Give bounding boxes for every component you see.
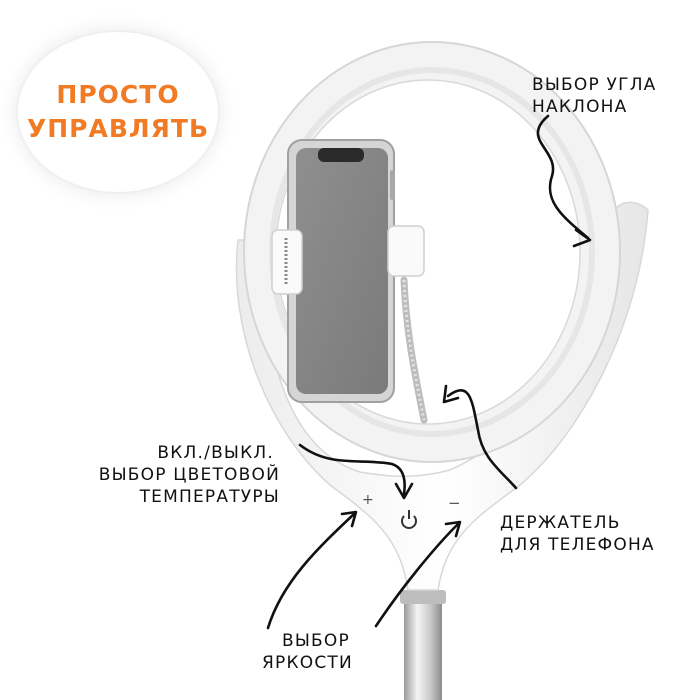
arrow-holder-head — [442, 384, 460, 404]
arrow-tilt-head — [572, 228, 592, 248]
label-holder-line-1: ДЕРЖАТЕЛЬ — [500, 513, 621, 533]
control-panel: + − — [350, 490, 470, 540]
stand-pole — [400, 590, 446, 700]
arrow-brightness-left-head — [340, 510, 358, 528]
headline-badge: ПРОСТО УПРАВЛЯТЬ — [18, 32, 218, 192]
arrow-brightness-right — [374, 522, 460, 628]
label-brightness-line-1: ВЫБОР — [282, 631, 350, 651]
headline-line-2: УПРАВЛЯТЬ — [26, 114, 210, 143]
label-power-line-3: ТЕМПЕРАТУРЫ — [139, 487, 280, 507]
phone-clamp — [271, 225, 425, 295]
arrow-power-head — [394, 482, 414, 500]
label-power-line-1: ВКЛ./ВЫКЛ. — [157, 443, 274, 463]
headline-line-1: ПРОСТО — [56, 80, 180, 109]
label-tilt: ВЫБОР УГЛА НАКЛОНА — [532, 74, 657, 118]
minus-icon[interactable]: − — [448, 494, 461, 512]
label-holder: ДЕРЖАТЕЛЬ ДЛЯ ТЕЛЕФОНА — [500, 512, 655, 556]
label-holder-line-2: ДЛЯ ТЕЛЕФОНА — [500, 535, 655, 555]
arrow-brightness-right-head — [444, 520, 462, 538]
annotation-arrows — [266, 114, 592, 630]
label-tilt-line-1: ВЫБОР УГЛА — [532, 75, 657, 95]
label-brightness-line-2: ЯРКОСТИ — [262, 653, 353, 673]
label-power: ВКЛ./ВЫКЛ. ВЫБОР ЦВЕТОВОЙ ТЕМПЕРАТУРЫ — [60, 442, 280, 508]
arrow-tilt — [536, 114, 590, 240]
power-icon — [401, 513, 417, 529]
arrow-holder — [446, 389, 518, 490]
label-power-line-2: ВЫБОР ЦВЕТОВОЙ — [98, 465, 280, 485]
gooseneck — [400, 276, 428, 424]
plus-icon[interactable]: + — [362, 492, 374, 508]
phone — [287, 139, 395, 403]
power-button[interactable] — [400, 510, 418, 530]
label-tilt-line-2: НАКЛОНА — [532, 97, 628, 117]
arrow-power — [298, 443, 406, 496]
label-brightness: ВЫБОР ЯРКОСТИ — [262, 630, 353, 674]
arrow-brightness-left — [266, 512, 356, 630]
